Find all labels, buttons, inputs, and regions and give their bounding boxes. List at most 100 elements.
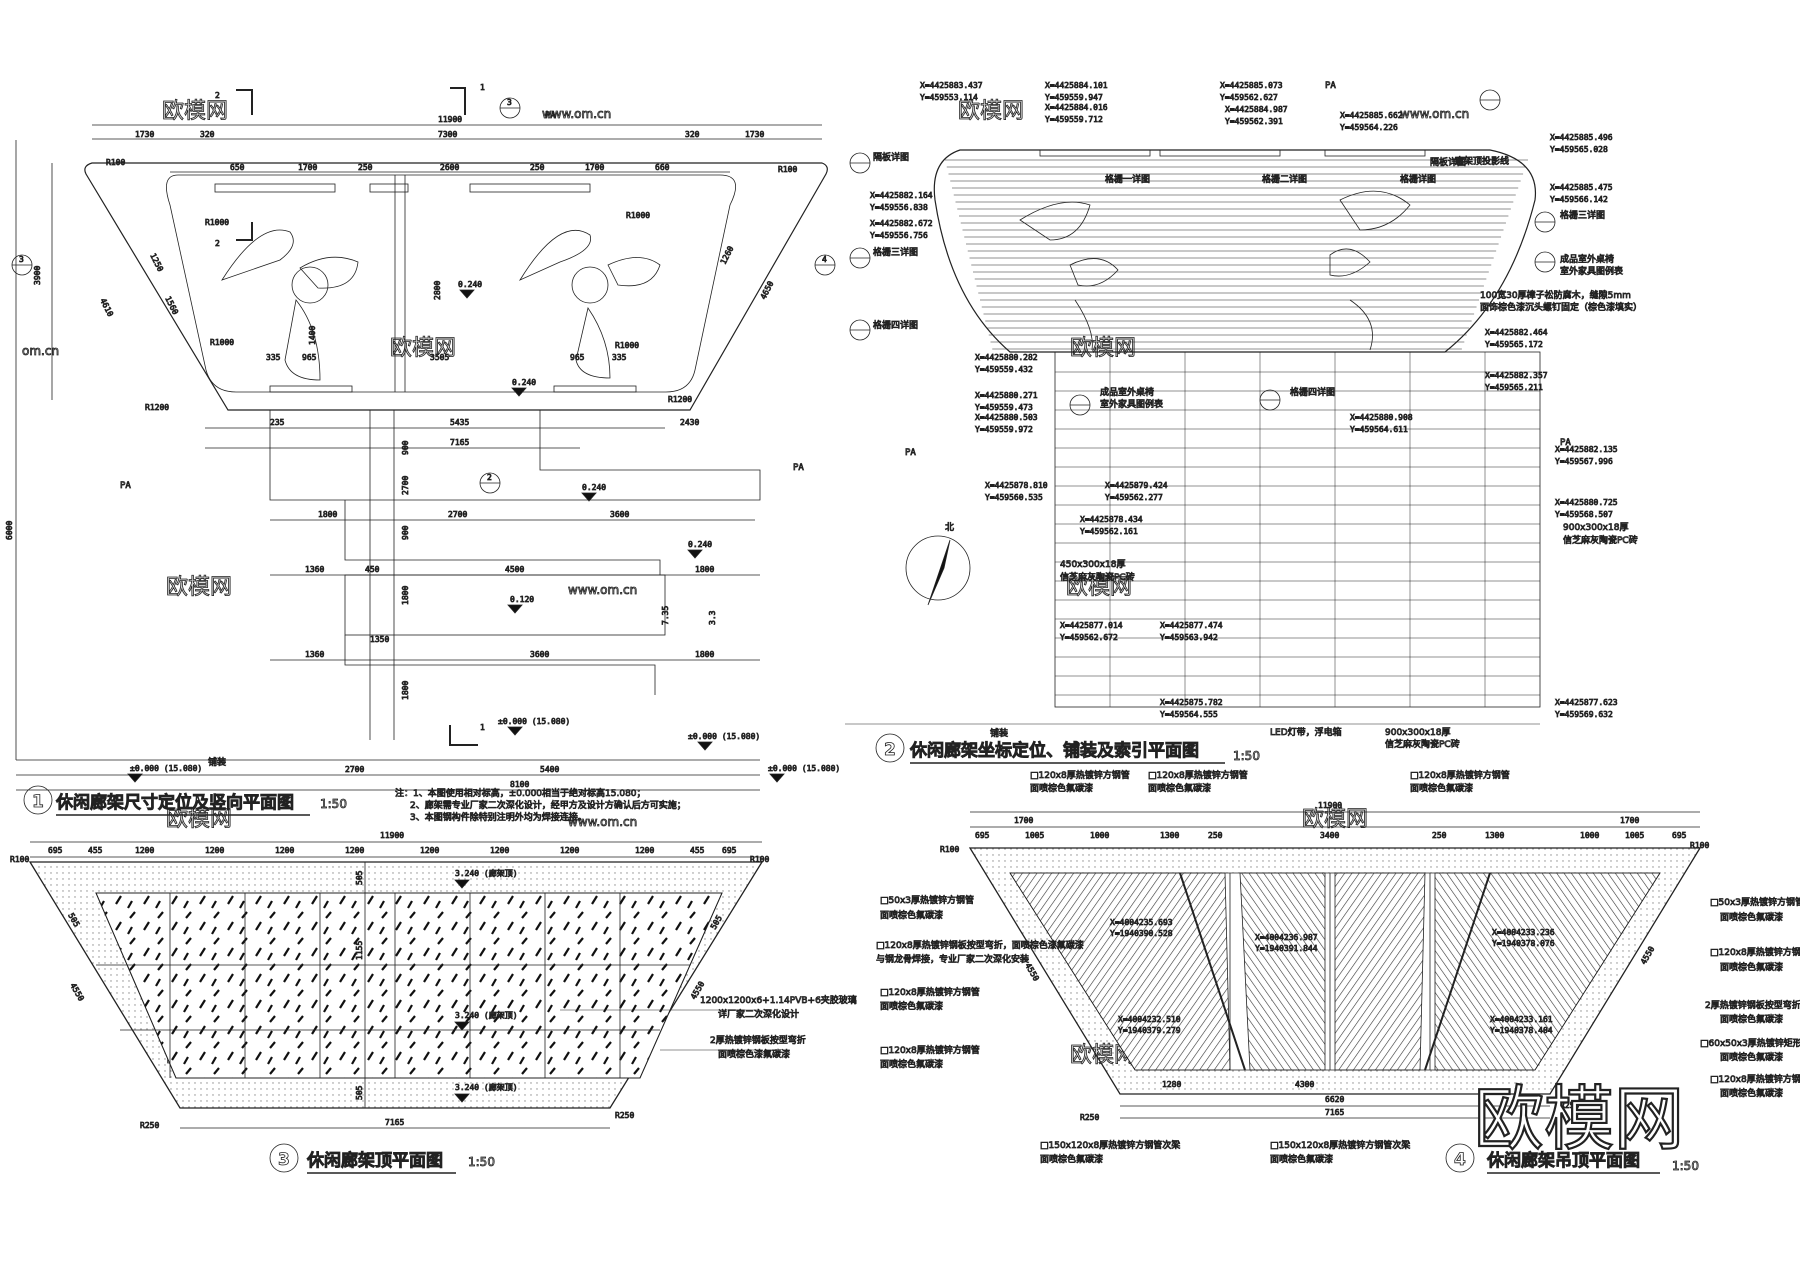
- svg-text:R1200: R1200: [145, 403, 169, 412]
- svg-text:0.240: 0.240: [582, 483, 606, 492]
- coord-y-label: Y=459563.942: [1160, 633, 1218, 642]
- svg-text:450x300x18厚: 450x300x18厚: [1060, 559, 1125, 570]
- svg-text:250: 250: [1432, 831, 1447, 840]
- coord-x-label: X=4425878.810: [985, 481, 1048, 490]
- svg-text:5400: 5400: [540, 765, 559, 774]
- svg-text:250: 250: [530, 163, 545, 172]
- svg-text:±0.000 (15.080): ±0.000 (15.080): [130, 764, 202, 773]
- coord-x-label: X=4425883.437: [920, 81, 983, 90]
- coord-x-label: X=4425884.987: [1225, 105, 1288, 114]
- plan1-title-block: 1 休闲廊架尺寸定位及竖向平面图 1:50 注：1、本图使用相对标高，±0.00…: [23, 785, 686, 823]
- svg-text:R100: R100: [778, 165, 797, 174]
- plan-3-roof-plan: 11900 695 455 1200 1200 1200 1200 1200 1…: [10, 831, 857, 1174]
- plan3-title-block: 3 休闲廊架顶平面图 1:50: [269, 1143, 495, 1174]
- svg-text:1200: 1200: [420, 846, 439, 855]
- coord-x-label: X=4425880.908: [1350, 413, 1413, 422]
- svg-text:R250: R250: [1560, 1101, 1579, 1110]
- svg-text:3900: 3900: [33, 266, 42, 285]
- svg-text:□150x120x8厚热镀锌方钢管次梁: □150x120x8厚热镀锌方钢管次梁: [1040, 1139, 1180, 1151]
- svg-text:□120x8厚热镀锌方钢管: □120x8厚热镀锌方钢管: [1710, 1073, 1800, 1085]
- watermark-brand: 欧模网: [958, 99, 1024, 124]
- svg-text:250: 250: [1208, 831, 1223, 840]
- svg-text:1700: 1700: [585, 163, 604, 172]
- svg-text:格栅详图: 格栅详图: [1400, 173, 1436, 185]
- watermark-brand: 欧模网: [166, 575, 232, 600]
- coord-y-label: Y=1940390.528: [1110, 929, 1173, 938]
- svg-text:成品室外桌椅: 成品室外桌椅: [1560, 253, 1614, 265]
- svg-text:□50x3厚热镀锌方钢管: □50x3厚热镀锌方钢管: [1710, 896, 1800, 908]
- coord-x-label: X=4425882.672: [870, 219, 933, 228]
- svg-text:965: 965: [302, 353, 317, 362]
- coord-y-label: Y=459559.947: [1045, 93, 1103, 102]
- svg-text:面喷棕色氟碳漆: 面喷棕色氟碳漆: [1720, 1051, 1783, 1063]
- coord-x-label: X=4425880.503: [975, 413, 1038, 422]
- watermark-brand: 欧模网: [1302, 807, 1368, 832]
- center-circle: [571, 266, 609, 304]
- coord-x-label: X=4425877.623: [1555, 698, 1618, 707]
- svg-text:2700: 2700: [345, 765, 364, 774]
- watermark-brand: 欧模网: [162, 99, 228, 124]
- svg-text:4: 4: [822, 255, 827, 264]
- coord-y-label: Y=459565.028: [1550, 145, 1608, 154]
- svg-text:PA: PA: [905, 448, 916, 458]
- svg-text:R100: R100: [940, 845, 959, 854]
- svg-text:1730: 1730: [135, 130, 154, 139]
- svg-text:铺装: 铺装: [208, 756, 226, 768]
- svg-text:1800: 1800: [695, 565, 714, 574]
- coord-x-label: X=4425879.424: [1105, 481, 1168, 490]
- svg-text:1400: 1400: [308, 326, 317, 345]
- coord-x-label: X=4425878.434: [1080, 515, 1143, 524]
- svg-text:1800: 1800: [401, 586, 410, 605]
- coord-y-label: Y=459559.972: [975, 425, 1033, 434]
- coord-y-label: Y=459562.391: [1225, 117, 1283, 126]
- svg-text:LED灯带，浮电箱: LED灯带，浮电箱: [1270, 726, 1342, 738]
- svg-text:1360: 1360: [305, 565, 324, 574]
- watermarks: 欧模网 www.om.cn 欧模网 www.om.cn 欧模网 om.cn 欧模…: [22, 99, 1470, 1069]
- svg-text:2: 2: [215, 91, 220, 100]
- svg-text:R100: R100: [10, 855, 29, 864]
- svg-text:695: 695: [48, 846, 63, 855]
- plan2-title: 休闲廊架坐标定位、铺装及索引平面图: [909, 740, 1199, 761]
- svg-text:3: 3: [19, 255, 24, 264]
- svg-text:PA: PA: [120, 481, 131, 491]
- svg-text:2厚热镀锌钢板按型弯折: 2厚热镀锌钢板按型弯折: [1705, 999, 1800, 1011]
- svg-text:7165: 7165: [1325, 1108, 1344, 1117]
- svg-text:2: 2: [215, 239, 220, 248]
- svg-text:695: 695: [722, 846, 737, 855]
- svg-text:3.240 (廊架顶): 3.240 (廊架顶): [455, 868, 518, 878]
- level-marks: 0.240 0.240 0.240 0.240 0.120 ±0.000 (15…: [127, 280, 841, 783]
- svg-text:2700: 2700: [448, 510, 467, 519]
- svg-text:PA: PA: [545, 111, 556, 121]
- svg-text:0.240: 0.240: [512, 378, 536, 387]
- svg-text:3600: 3600: [610, 510, 629, 519]
- svg-text:1200: 1200: [135, 846, 154, 855]
- svg-text:1000: 1000: [1090, 831, 1109, 840]
- svg-text:□120x8厚热镀锌方钢管: □120x8厚热镀锌方钢管: [1148, 769, 1248, 781]
- svg-text:455: 455: [690, 846, 705, 855]
- svg-text:2厚热镀锌钢板按型弯折: 2厚热镀锌钢板按型弯折: [710, 1034, 806, 1046]
- coord-x-label: X=4004235.693: [1110, 918, 1173, 927]
- svg-text:详厂家二次深化设计: 详厂家二次深化设计: [718, 1008, 799, 1020]
- plan1-note: 注：1、本图使用相对标高，±0.000相当于绝对标高15.080；: [395, 787, 646, 799]
- plan4-title: 休闲廊架吊顶平面图: [1486, 1150, 1640, 1171]
- svg-text:4650: 4650: [759, 279, 776, 300]
- svg-text:面喷棕色氟碳漆: 面喷棕色氟碳漆: [1148, 782, 1211, 794]
- svg-text:1800: 1800: [695, 650, 714, 659]
- svg-text:与钢龙骨焊接，专业厂家二次深化安装: 与钢龙骨焊接，专业厂家二次深化安装: [876, 953, 1029, 965]
- coord-x-label: X=4425877.014: [1060, 621, 1123, 630]
- svg-text:2: 2: [487, 473, 492, 482]
- bench: [214, 183, 336, 193]
- svg-text:面喷棕色氟碳漆: 面喷棕色氟碳漆: [1720, 961, 1783, 973]
- plan4-title-block: 4 休闲廊架吊顶平面图 1:50: [1445, 1143, 1699, 1174]
- coord-x-label: X=4425880.725: [1555, 498, 1618, 507]
- svg-text:±0.000 (15.080): ±0.000 (15.080): [688, 732, 760, 741]
- coord-y-label: Y=459559.712: [1045, 115, 1103, 124]
- svg-text:□120x8厚热镀锌方钢管: □120x8厚热镀锌方钢管: [1710, 946, 1800, 958]
- svg-text:格栅二详图: 格栅二详图: [1262, 173, 1307, 185]
- coord-x-label: X=4425882.357: [1485, 371, 1548, 380]
- coord-x-label: X=4425885.073: [1220, 81, 1283, 90]
- svg-text:2600: 2600: [440, 163, 459, 172]
- svg-text:1800: 1800: [401, 681, 410, 700]
- svg-text:面喷棕色氟碳漆: 面喷棕色氟碳漆: [1720, 1013, 1783, 1025]
- svg-text:□50x3厚热镀锌方钢管: □50x3厚热镀锌方钢管: [880, 894, 974, 906]
